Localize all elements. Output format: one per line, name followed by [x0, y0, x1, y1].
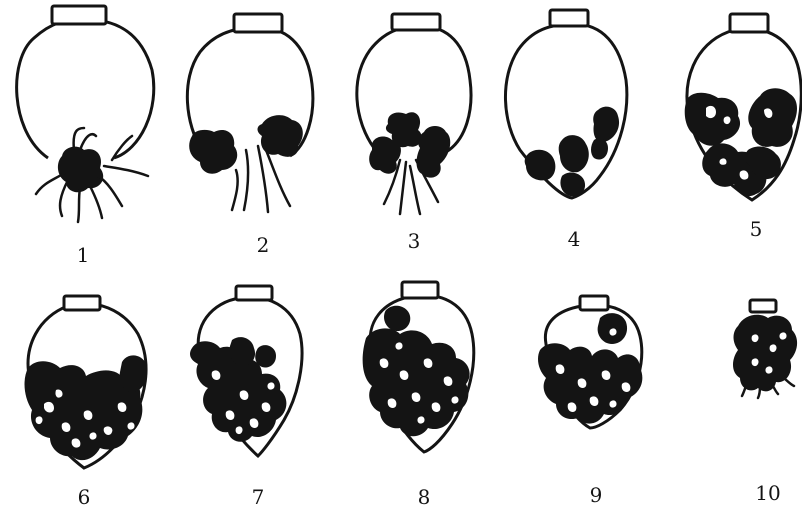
stage-9-label: 9 [590, 483, 603, 507]
stage-3-illustration: 3 [357, 14, 471, 253]
stage-10-illustration: 10 [733, 300, 797, 505]
stage-4-illustration: 4 [505, 10, 626, 251]
stage-6-label: 6 [78, 485, 91, 509]
stage-1-label: 1 [77, 243, 90, 267]
stage-8-label: 8 [418, 485, 431, 509]
stage-9-illustration: 9 [538, 296, 642, 507]
stage-6-illustration: 6 [25, 296, 148, 509]
stage-4-label: 4 [568, 227, 581, 251]
stage-2-label: 2 [257, 233, 270, 257]
stage-7-label: 7 [252, 485, 265, 509]
stage-3-label: 3 [408, 229, 421, 253]
stage-5-illustration: 5 [685, 14, 802, 241]
stage-8-illustration: 8 [363, 282, 474, 509]
stage-2-illustration: 2 [187, 14, 313, 257]
stage-1-illustration: 1 [17, 6, 154, 267]
stage-10-label: 10 [755, 481, 780, 505]
stage-7-illustration: 7 [190, 286, 302, 509]
stage-5-label: 5 [750, 217, 763, 241]
